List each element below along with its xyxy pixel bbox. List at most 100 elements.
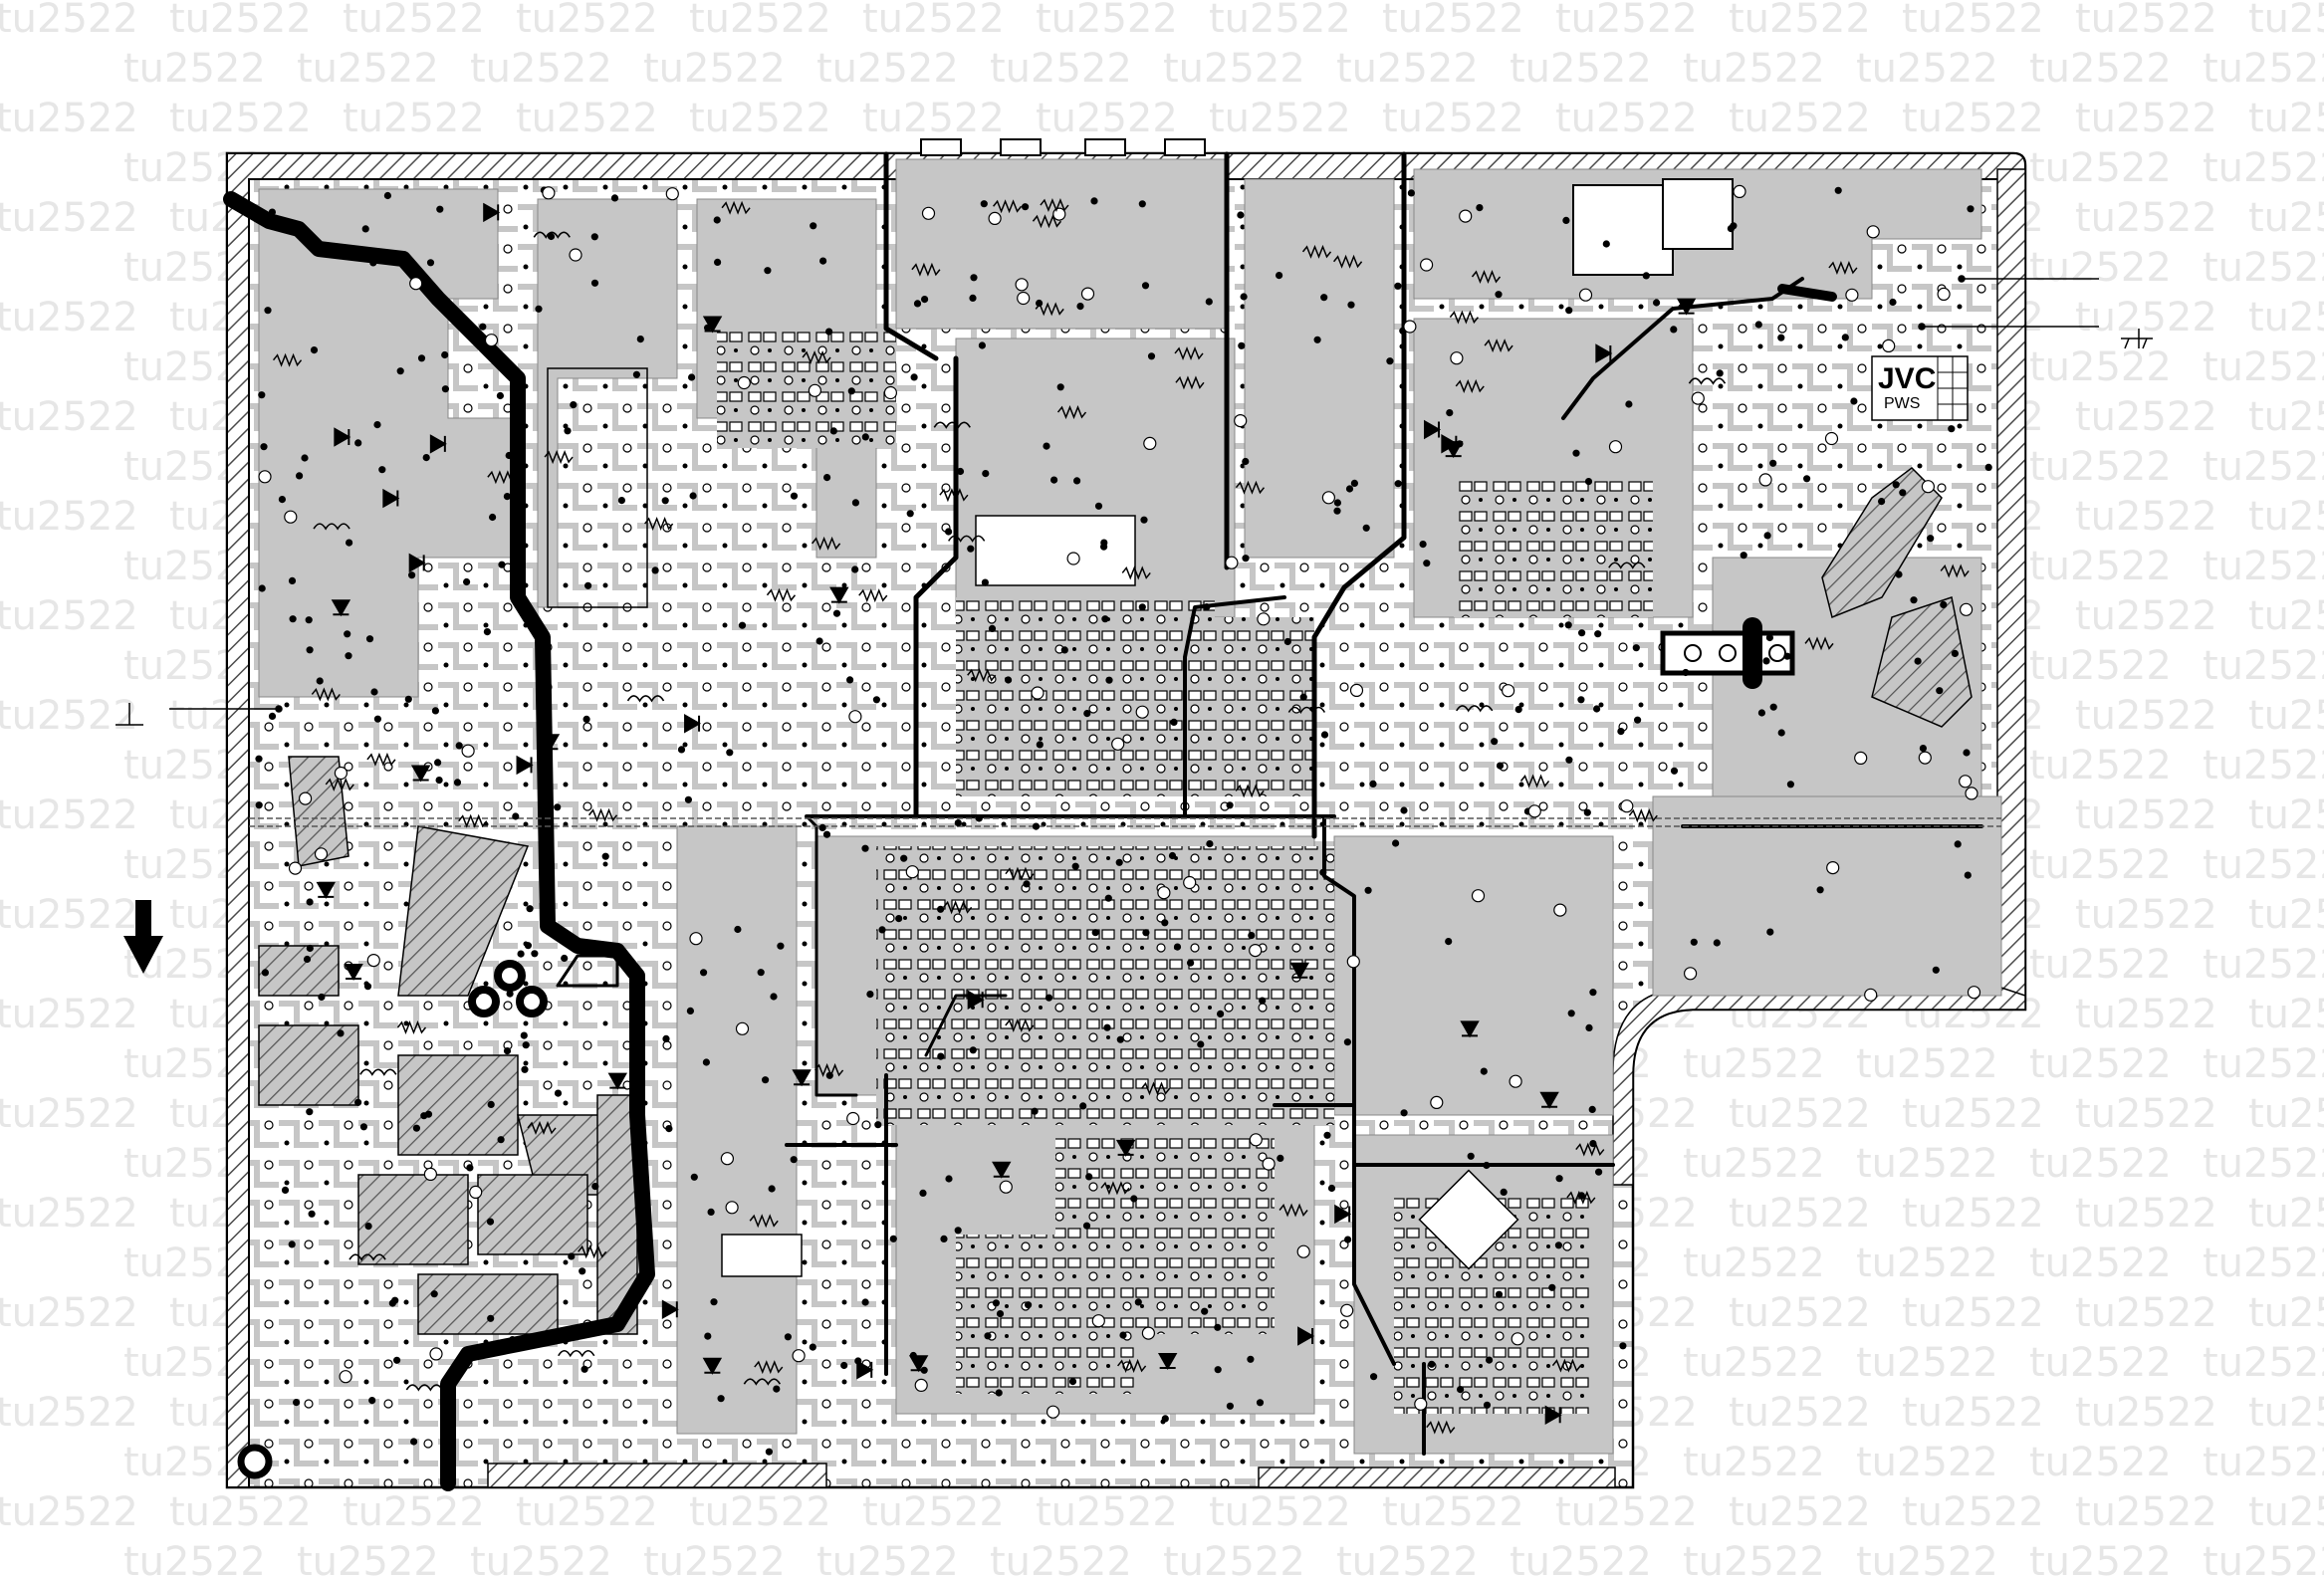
via-pad bbox=[1892, 481, 1900, 489]
via-pad bbox=[1456, 1385, 1465, 1394]
watermark-text: tu2522 bbox=[1683, 1141, 1825, 1187]
watermark-text: tu2522 bbox=[343, 96, 485, 141]
via-pad bbox=[1733, 184, 1746, 198]
via-pad bbox=[1173, 943, 1182, 951]
watermark-text: tu2522 bbox=[1856, 1141, 1998, 1187]
via-pad bbox=[1046, 1405, 1060, 1419]
via-pad bbox=[1483, 1401, 1492, 1409]
via-pad bbox=[790, 1156, 798, 1164]
via-pad bbox=[1527, 804, 1541, 818]
resistor-symbol bbox=[967, 668, 997, 683]
watermark-text: tu2522 bbox=[0, 1390, 138, 1436]
via-pad bbox=[1716, 369, 1724, 377]
via-pad bbox=[636, 336, 644, 343]
diode-symbol bbox=[1544, 1405, 1562, 1425]
via-pad bbox=[582, 715, 590, 724]
via-pad bbox=[851, 565, 859, 573]
via-pad bbox=[310, 346, 319, 354]
watermark-text: tu2522 bbox=[1683, 46, 1825, 92]
via-pad bbox=[1237, 211, 1245, 219]
via-pad bbox=[554, 1089, 563, 1097]
diode-symbol bbox=[1289, 962, 1310, 980]
resistor-symbol bbox=[993, 199, 1023, 214]
watermark-text: tu2522 bbox=[1036, 0, 1178, 42]
diode-symbol bbox=[316, 881, 336, 899]
watermark-text: tu2522 bbox=[2075, 295, 2217, 340]
diode-symbol bbox=[856, 1360, 874, 1380]
via-pad bbox=[1495, 291, 1503, 299]
via-pad bbox=[1296, 1244, 1310, 1258]
via-pad bbox=[1277, 1154, 1284, 1163]
via-pad bbox=[434, 759, 442, 767]
via-pad bbox=[1850, 397, 1858, 405]
via-pad bbox=[1386, 357, 1394, 365]
watermark-text: tu2522 bbox=[123, 46, 266, 92]
via-pad bbox=[512, 812, 520, 820]
watermark-text: tu2522 bbox=[516, 0, 658, 42]
watermark-text: tu2522 bbox=[643, 46, 786, 92]
via-pad bbox=[1076, 303, 1084, 311]
via-pad bbox=[734, 925, 742, 934]
via-pad bbox=[1496, 762, 1505, 770]
watermark-text: tu2522 bbox=[1856, 1340, 1998, 1386]
via-pad bbox=[436, 205, 444, 213]
via-pad bbox=[521, 1065, 529, 1073]
via-pad bbox=[1141, 282, 1150, 290]
via-pad bbox=[561, 954, 569, 963]
diode-symbol bbox=[702, 316, 723, 334]
via-pad bbox=[737, 375, 751, 390]
resistor-symbol bbox=[812, 536, 841, 551]
via-pad bbox=[1168, 851, 1177, 860]
via-pad bbox=[848, 710, 862, 724]
via-pad bbox=[365, 635, 374, 643]
diode-symbol bbox=[702, 1357, 723, 1375]
via-pad bbox=[790, 492, 799, 500]
resistor-symbol bbox=[802, 350, 831, 365]
via-pad bbox=[1959, 775, 1973, 789]
via-pad bbox=[1205, 298, 1213, 306]
watermark-text: tu2522 bbox=[2075, 1390, 2217, 1436]
via-pad bbox=[498, 561, 506, 568]
via-pad bbox=[689, 932, 703, 946]
resistor-symbol bbox=[1940, 564, 1970, 578]
via-pad bbox=[768, 1185, 776, 1193]
via-pad bbox=[665, 187, 679, 201]
watermark-text: tu2522 bbox=[2029, 942, 2172, 988]
via-pad bbox=[1594, 1168, 1603, 1176]
via-pad bbox=[921, 206, 936, 220]
watermark-text: tu2522 bbox=[2248, 593, 2324, 639]
via-pad bbox=[483, 627, 491, 636]
via-pad bbox=[1015, 278, 1029, 292]
via-pad bbox=[531, 950, 539, 958]
watermark-text: tu2522 bbox=[343, 0, 485, 42]
via-pad bbox=[363, 983, 372, 991]
via-pad bbox=[1446, 409, 1454, 417]
inductor-symbol bbox=[1456, 705, 1494, 713]
watermark-text: tu2522 bbox=[2075, 1489, 2217, 1535]
via-pad bbox=[1147, 352, 1156, 360]
via-pad bbox=[1932, 966, 1940, 974]
via-pad bbox=[1226, 1402, 1235, 1410]
via-pad bbox=[1161, 1415, 1169, 1423]
via-pad bbox=[430, 1290, 438, 1298]
via-pad bbox=[1369, 780, 1377, 789]
resistor-symbol bbox=[911, 262, 941, 277]
diode-symbol bbox=[429, 434, 447, 454]
via-pad bbox=[610, 194, 619, 202]
via-pad bbox=[441, 385, 449, 393]
via-pad bbox=[361, 225, 369, 233]
via-pad bbox=[818, 823, 826, 832]
watermark-text: tu2522 bbox=[2248, 1290, 2324, 1336]
via-pad bbox=[969, 294, 977, 302]
watermark-text: tu2522 bbox=[2029, 145, 2172, 191]
via-pad bbox=[1103, 1023, 1111, 1031]
via-pad bbox=[601, 852, 609, 860]
via-pad bbox=[1186, 959, 1195, 967]
inductor-symbol bbox=[1287, 706, 1326, 715]
via-pad bbox=[1683, 967, 1698, 981]
watermark-text: tu2522 bbox=[643, 1539, 786, 1579]
via-pad bbox=[423, 1167, 437, 1182]
via-pad bbox=[1921, 480, 1936, 494]
via-pad bbox=[872, 696, 881, 704]
via-pad bbox=[851, 499, 860, 507]
